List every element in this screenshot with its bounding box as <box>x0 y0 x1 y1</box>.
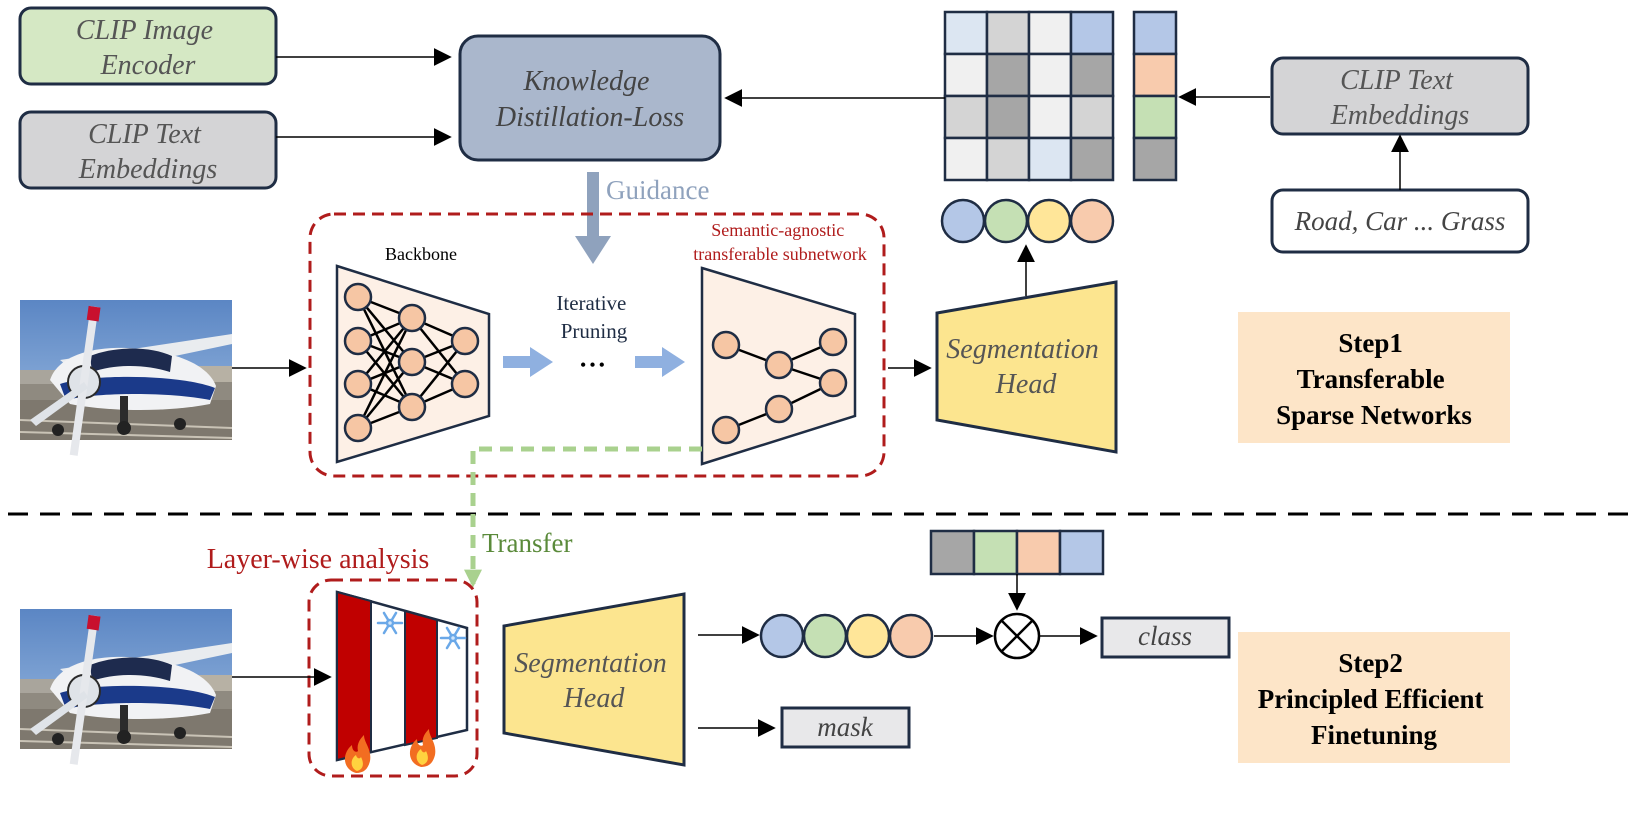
layerwise-analysis-label: Layer-wise analysis <box>207 544 430 575</box>
airplane-photo-bottom <box>19 608 233 766</box>
fire-icon <box>344 735 371 773</box>
snowflake-icon <box>376 611 404 635</box>
circle-times-icon <box>993 612 1041 660</box>
pruning-arrow-1 <box>503 347 553 377</box>
class-output-label: class <box>1138 621 1192 651</box>
mask-embeddings-bottom <box>759 613 934 659</box>
knowledge-distillation-loss-label: Knowledge Distillation-Loss <box>495 66 684 133</box>
sparse-subnetwork <box>700 266 857 466</box>
transfer-label: Transfer <box>482 528 573 558</box>
step2-text: Step2 Principled Efficient Finetuning <box>1258 648 1490 750</box>
segmentation-head-1-label: Segmentation Head <box>946 334 1105 400</box>
backbone-label: Backbone <box>385 244 457 264</box>
step2-panel <box>1238 632 1510 763</box>
step1-panel <box>1238 312 1510 443</box>
text-embedding-row <box>929 529 1105 576</box>
clip-image-encoder-label: CLIP Image Encoder <box>76 15 220 81</box>
mask-embeddings-top <box>940 198 1115 244</box>
subnetwork-region-outline <box>308 212 886 478</box>
guidance-label: Guidance <box>606 175 709 205</box>
backbone-network <box>335 264 491 464</box>
similarity-matrix <box>943 10 1115 182</box>
segmentation-head-2-label: Segmentation Head <box>514 648 673 714</box>
clip-text-embeddings-box-left <box>18 110 278 190</box>
segmentation-head-2 <box>502 592 686 767</box>
fire-icon <box>409 729 436 767</box>
layerwise-region-outline <box>307 578 479 778</box>
class-prompt-text: Road, Car ... Grass <box>1294 206 1506 236</box>
airplane-photo-top <box>19 299 233 457</box>
pruning-arrow-2 <box>635 347 685 377</box>
mask-output-label: mask <box>817 712 874 742</box>
knowledge-distillation-loss-box <box>458 34 722 162</box>
layerwise-finetune-network <box>335 590 469 762</box>
text-embedding-column <box>1132 10 1178 182</box>
subnetwork-label: Semantic-agnostic transferable subnetwor… <box>693 220 866 264</box>
transfer-arrow <box>464 446 702 588</box>
segmentation-head-1 <box>935 280 1118 454</box>
guidance-arrow-shaft <box>587 172 599 238</box>
clip-image-encoder-box <box>18 6 278 86</box>
class-output-box <box>1100 616 1231 659</box>
clip-text-embeddings-label-right: CLIP Text Embeddings <box>1330 65 1470 131</box>
clip-text-embeddings-box-right <box>1270 56 1530 136</box>
mask-output-box <box>780 706 911 749</box>
iterative-pruning-label: Iterative Pruning <box>556 291 631 343</box>
snowflake-icon <box>439 626 467 650</box>
guidance-arrow-head <box>575 236 611 264</box>
ellipsis: ••• <box>580 355 608 375</box>
clip-text-embeddings-label-left: CLIP Text Embeddings <box>78 119 218 185</box>
step1-text: Step1 Transferable Sparse Networks <box>1276 328 1472 430</box>
